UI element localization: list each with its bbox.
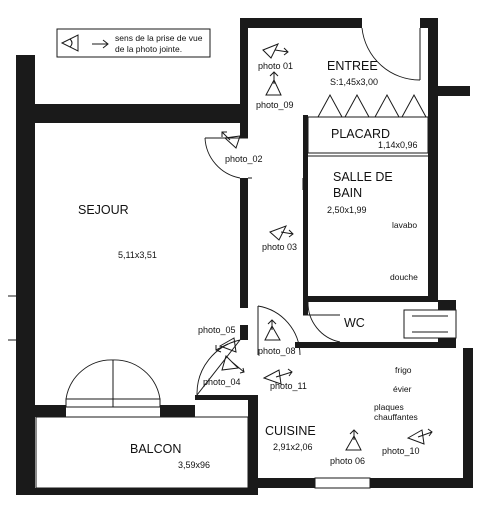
room-labels: ENTREE S:1,45x3,00 SALLE DE BAIN 2,50x1,…	[78, 59, 418, 470]
sdb-name-line2: BAIN	[333, 186, 362, 200]
wall-entree-left	[240, 18, 248, 123]
wall-wc-bottom	[295, 342, 456, 348]
photo-11-label: photo_11	[270, 381, 307, 391]
entree-name: ENTREE	[327, 59, 378, 73]
photo-01-label: photo 01	[258, 61, 293, 71]
camera-view-icon	[262, 43, 289, 59]
sejour-kitchen-door-swing	[196, 339, 241, 396]
fixture-plaques-2: chauffantes	[374, 412, 418, 422]
wall-hall-a	[240, 123, 248, 138]
fixture-frigo: frigo	[395, 365, 412, 375]
camera-view-icon	[265, 71, 282, 96]
balcony-door-left	[65, 359, 114, 400]
wc-name: WC	[344, 316, 365, 330]
fixture-douche: douche	[390, 272, 418, 282]
wall-sejour-bottom-left	[16, 405, 66, 417]
fixture-evier: évier	[393, 384, 412, 394]
entree-dims: S:1,45x3,00	[330, 77, 378, 87]
cuisine-dims: 2,91x2,06	[273, 442, 313, 452]
kitchen-window	[314, 477, 371, 489]
wall-kitchen-right	[463, 348, 473, 488]
balcony-outline	[35, 416, 249, 489]
wall-entree-top-left	[240, 18, 362, 28]
wall-bath-left	[303, 115, 308, 315]
placard-dims: 1,14x0,96	[378, 140, 418, 150]
arrow-right-icon	[92, 39, 109, 49]
balcony-door-right	[112, 359, 161, 400]
walls	[8, 18, 473, 495]
photo-03-label: photo 03	[262, 242, 297, 252]
camera-view-icon	[264, 319, 281, 341]
sdb-name-line1: SALLE DE	[333, 170, 393, 184]
wall-sejour-bottom-right	[160, 405, 195, 417]
camera-view-icon	[262, 368, 293, 385]
placard-doors	[317, 93, 427, 118]
placard-name: PLACARD	[331, 127, 390, 141]
legend-line-1: sens de la prise de vue	[115, 33, 203, 43]
sejour-name: SEJOUR	[78, 203, 129, 217]
camera-view-icon	[60, 34, 79, 52]
wall-right-upper	[428, 18, 438, 300]
wall-right-stub	[438, 86, 470, 96]
legend-line-2: de la photo jointe.	[115, 44, 182, 54]
cuisine-name: CUISINE	[265, 424, 316, 438]
legend-frame	[56, 28, 211, 58]
photo-04-label: photo_04	[203, 377, 241, 387]
camera-view-icon	[269, 225, 294, 241]
balcon-dims: 3,59x96	[178, 460, 210, 470]
camera-view-icon	[345, 429, 362, 451]
camera-view-icon	[221, 131, 241, 149]
balcon-name: BALCON	[130, 442, 181, 456]
wall-bath-bottom	[303, 296, 438, 302]
wc-door-swing	[307, 301, 341, 343]
wall-kitchen-lintel	[195, 395, 258, 400]
wall-sejour-top	[16, 104, 248, 123]
fixture-plaques-1: plaques	[374, 402, 404, 412]
legend: sens de la prise de vue de la photo join…	[56, 28, 211, 58]
camera-view-icon	[406, 428, 433, 445]
photo-08-label: photo_08	[258, 346, 296, 356]
wall-hall-b	[240, 178, 248, 308]
photo-markers: photo 01 photo_09 photo_02 photo 03 phot…	[198, 43, 433, 466]
fixture-lavabo: lavabo	[392, 220, 417, 230]
entrance-door-swing	[361, 27, 421, 81]
sejour-door-swing	[204, 137, 241, 179]
camera-view-icon	[215, 337, 237, 353]
sdb-dims: 2,50x1,99	[327, 205, 367, 215]
wall-hall-c	[240, 325, 248, 340]
wc-window	[403, 309, 457, 339]
photo-02-label: photo_02	[225, 154, 263, 164]
sejour-dims: 5,11x3,51	[118, 250, 157, 260]
placard: PLACARD 1,14x0,96	[307, 93, 429, 157]
photo-10-label: photo_10	[382, 446, 420, 456]
doors	[65, 27, 421, 408]
wall-left	[16, 55, 35, 495]
photo-06-label: photo 06	[330, 456, 365, 466]
photo-05-label: photo_05	[198, 325, 236, 335]
photo-09-label: photo_09	[256, 100, 294, 110]
kitchen-door-swing	[257, 305, 301, 356]
wall-kitchen-left	[248, 395, 258, 488]
wall-balcony-bottom	[16, 488, 258, 495]
camera-view-icon	[221, 355, 245, 374]
